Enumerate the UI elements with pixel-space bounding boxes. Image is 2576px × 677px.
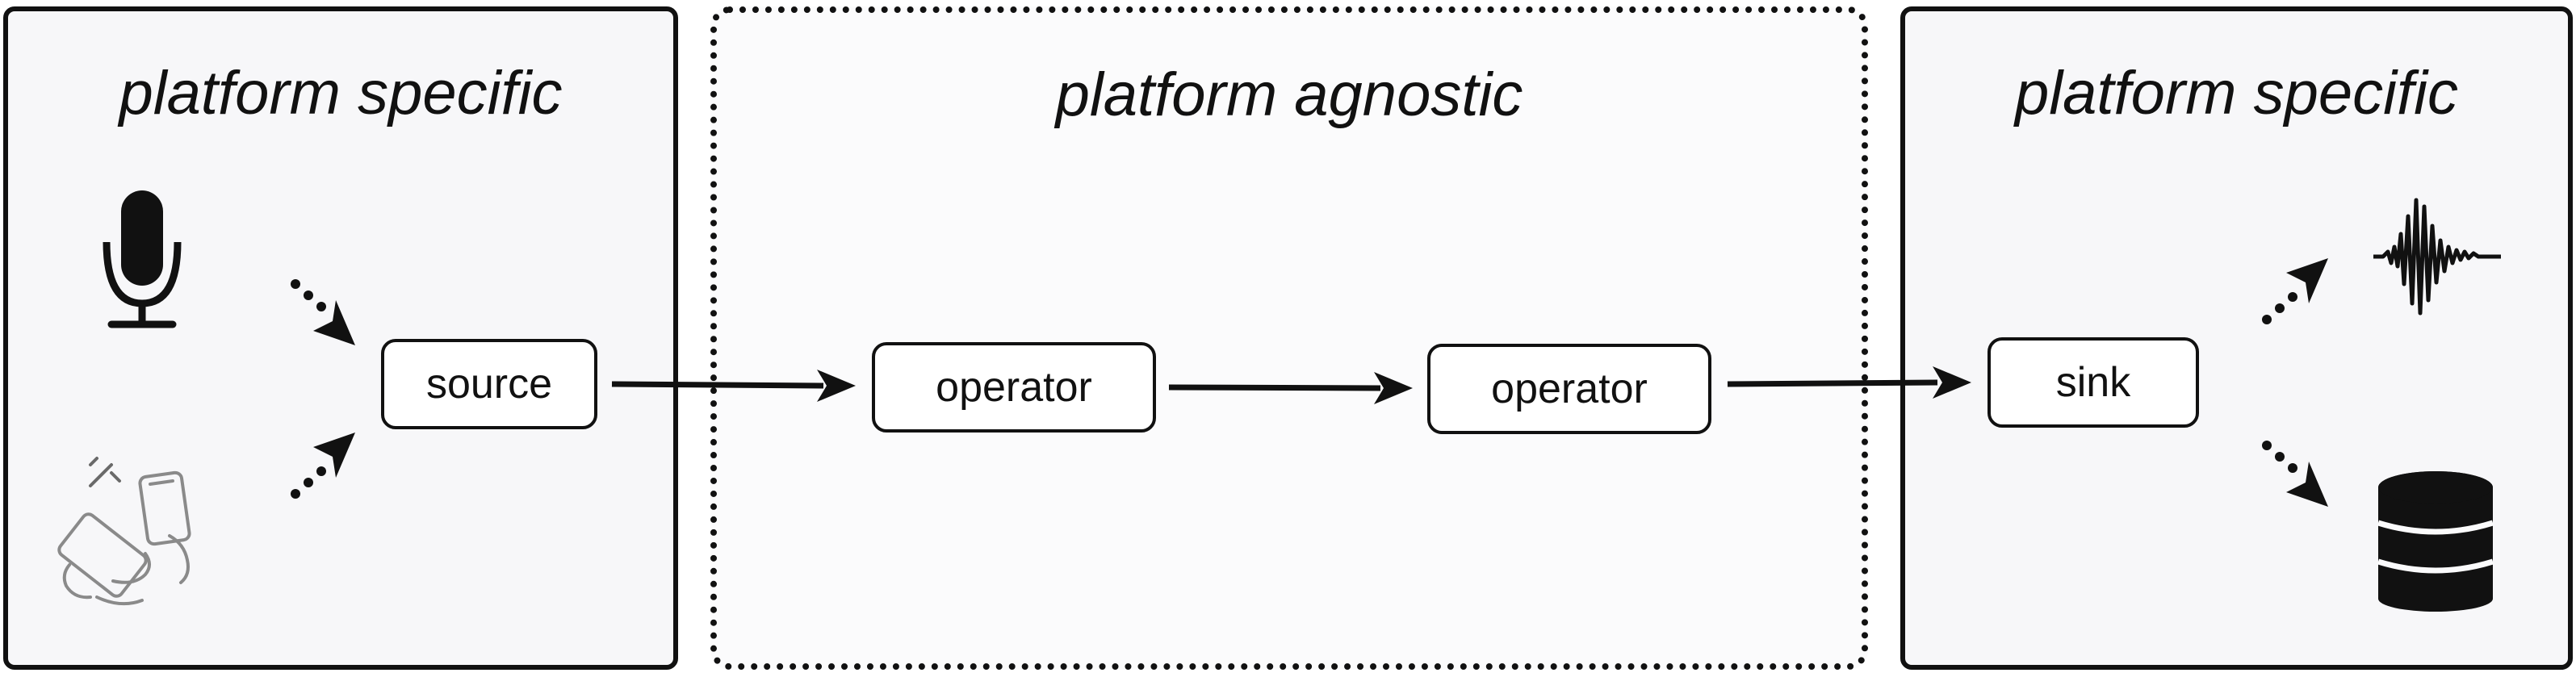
- operator-node-2: operator: [1427, 344, 1711, 434]
- source-node: source: [381, 339, 597, 429]
- smartphone-hand-icon: [57, 457, 191, 606]
- flow-arrow-source-to-operator: [611, 370, 856, 402]
- panel-title-left: platform specific: [119, 59, 563, 127]
- dotted-arrow-sink-to-waveform: [2262, 258, 2328, 324]
- sink-node: sink: [1987, 337, 2199, 428]
- platform-specific-input-panel: platform specific: [3, 6, 678, 670]
- dotted-arrow-sink-to-database: [2262, 441, 2328, 507]
- platform-agnostic-panel: platform agnostic: [710, 6, 1868, 670]
- dotted-arrow-mic-to-source: [291, 279, 355, 345]
- operator-node-1: operator: [872, 342, 1156, 433]
- panel-title-right: platform specific: [2014, 59, 2459, 127]
- database-icon: [2377, 471, 2494, 612]
- dotted-arrow-phone-to-source: [291, 433, 355, 499]
- flow-arrow-operator-to-sink: [1727, 366, 1971, 399]
- microphone-icon: [103, 190, 182, 328]
- flow-arrow-operator-to-operator: [1168, 372, 1413, 404]
- waveform-icon: [2373, 198, 2501, 316]
- panel-title-middle: platform agnostic: [1055, 61, 1523, 129]
